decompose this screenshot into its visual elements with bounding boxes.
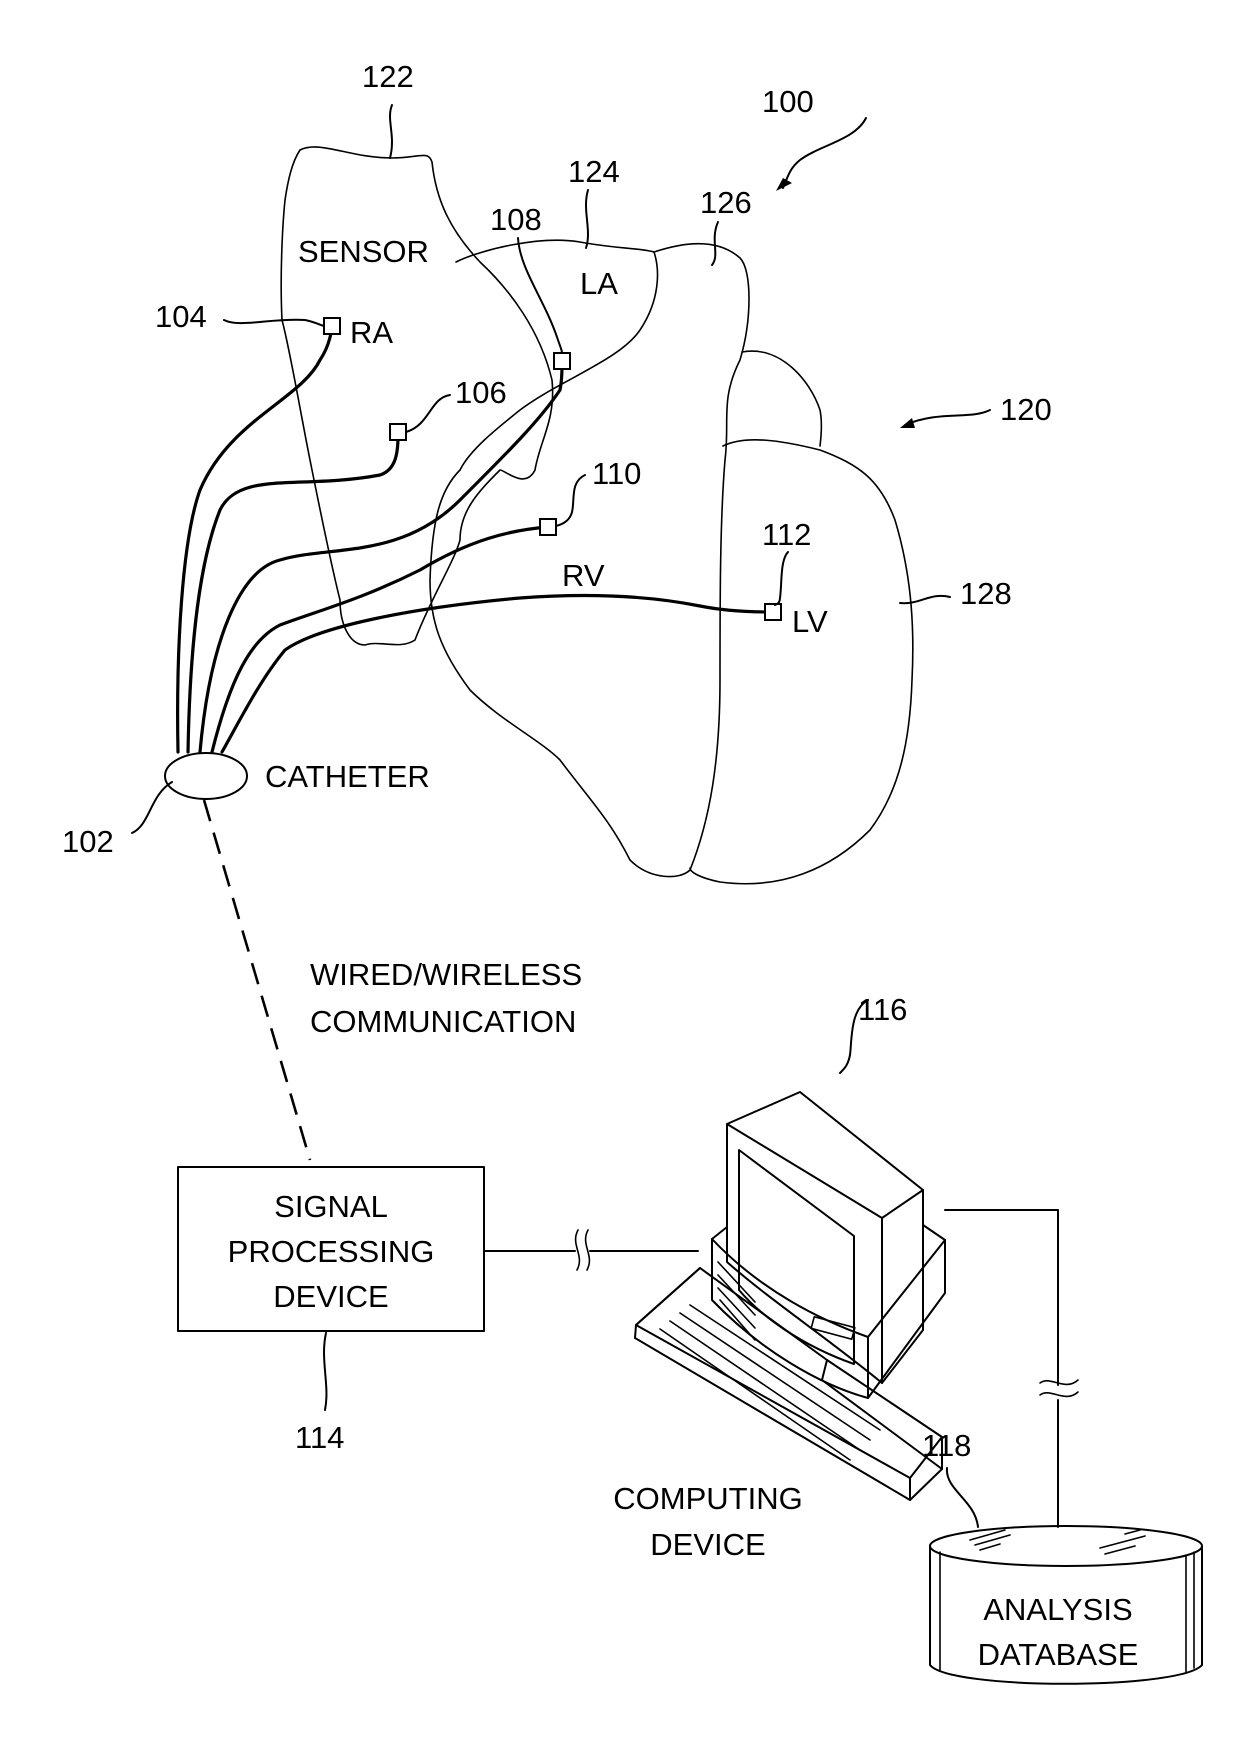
left-ventricle-outline: [690, 440, 913, 884]
spd-label-line3: DEVICE: [273, 1279, 388, 1314]
arrow-icon-120: [900, 410, 990, 428]
computer-label-line2: DEVICE: [650, 1527, 765, 1562]
sensor-110: [540, 519, 556, 535]
la-label: LA: [580, 266, 618, 301]
leader-112: [775, 552, 788, 605]
leader-104: [224, 320, 324, 326]
wire-112: [222, 596, 770, 752]
sensor-ref-108: 108: [490, 202, 542, 237]
link-label-line1: WIRED/WIRELESS: [310, 957, 582, 992]
leader-106: [406, 395, 450, 432]
database-ref-118: 118: [922, 1428, 971, 1463]
wireless-link-line: [204, 800, 310, 1160]
spd-label-line2: PROCESSING: [228, 1234, 435, 1269]
catheter-hub-icon: [165, 753, 247, 799]
database-label-line2: DATABASE: [978, 1637, 1139, 1672]
leader-128: [900, 596, 950, 603]
sensor-ref-106: 106: [455, 375, 507, 410]
computer-icon: [635, 1092, 945, 1500]
leader-118: [947, 1468, 978, 1527]
link-label-line2: COMMUNICATION: [310, 1004, 576, 1039]
spd-ref-114: 114: [295, 1420, 344, 1455]
computer-ref-116: 116: [858, 992, 907, 1027]
rv-ref-126: 126: [700, 185, 752, 220]
rv-label: RV: [562, 558, 605, 593]
sensor-108: [554, 353, 570, 369]
leader-108: [518, 238, 562, 353]
sensor-ref-112: 112: [762, 517, 811, 552]
catheter-label: CATHETER: [265, 759, 430, 794]
lv-ref-128: 128: [960, 576, 1012, 611]
break-icon-2: [1040, 1380, 1078, 1396]
leader-122: [390, 105, 392, 158]
computer-label-line1: COMPUTING: [613, 1481, 802, 1516]
sensor-112: [765, 604, 781, 620]
sensor-label: SENSOR: [298, 234, 429, 269]
leader-102: [132, 782, 172, 833]
heart-ref-120: 120: [1000, 392, 1052, 427]
database-icon: ANALYSIS DATABASE: [930, 1526, 1202, 1684]
ra-label: RA: [350, 315, 393, 350]
spd-label-line1: SIGNAL: [274, 1189, 388, 1224]
wire-110: [212, 527, 548, 752]
link-computer-database: [945, 1210, 1058, 1527]
sensor-106: [390, 424, 406, 440]
break-icon: [576, 1230, 590, 1270]
la-ref-124: 124: [568, 154, 620, 189]
database-label-line1: ANALYSIS: [983, 1592, 1132, 1627]
lv-label: LV: [792, 604, 828, 639]
leader-126: [712, 222, 718, 265]
sensor-ref-110: 110: [592, 456, 641, 491]
sensor-104: [324, 318, 340, 334]
ra-ref-122: 122: [362, 59, 414, 94]
wire-104: [178, 322, 332, 752]
leader-110: [556, 475, 585, 526]
aorta-outline: [742, 351, 822, 446]
arrow-icon-100: [776, 118, 866, 191]
leader-124: [586, 190, 588, 248]
leader-114: [324, 1333, 326, 1410]
figure-ref-100: 100: [762, 84, 814, 119]
catheter-ref-102: 102: [62, 824, 114, 859]
signal-processing-device: SIGNAL PROCESSING DEVICE: [178, 1167, 484, 1331]
sensor-ref-104: 104: [155, 299, 207, 334]
